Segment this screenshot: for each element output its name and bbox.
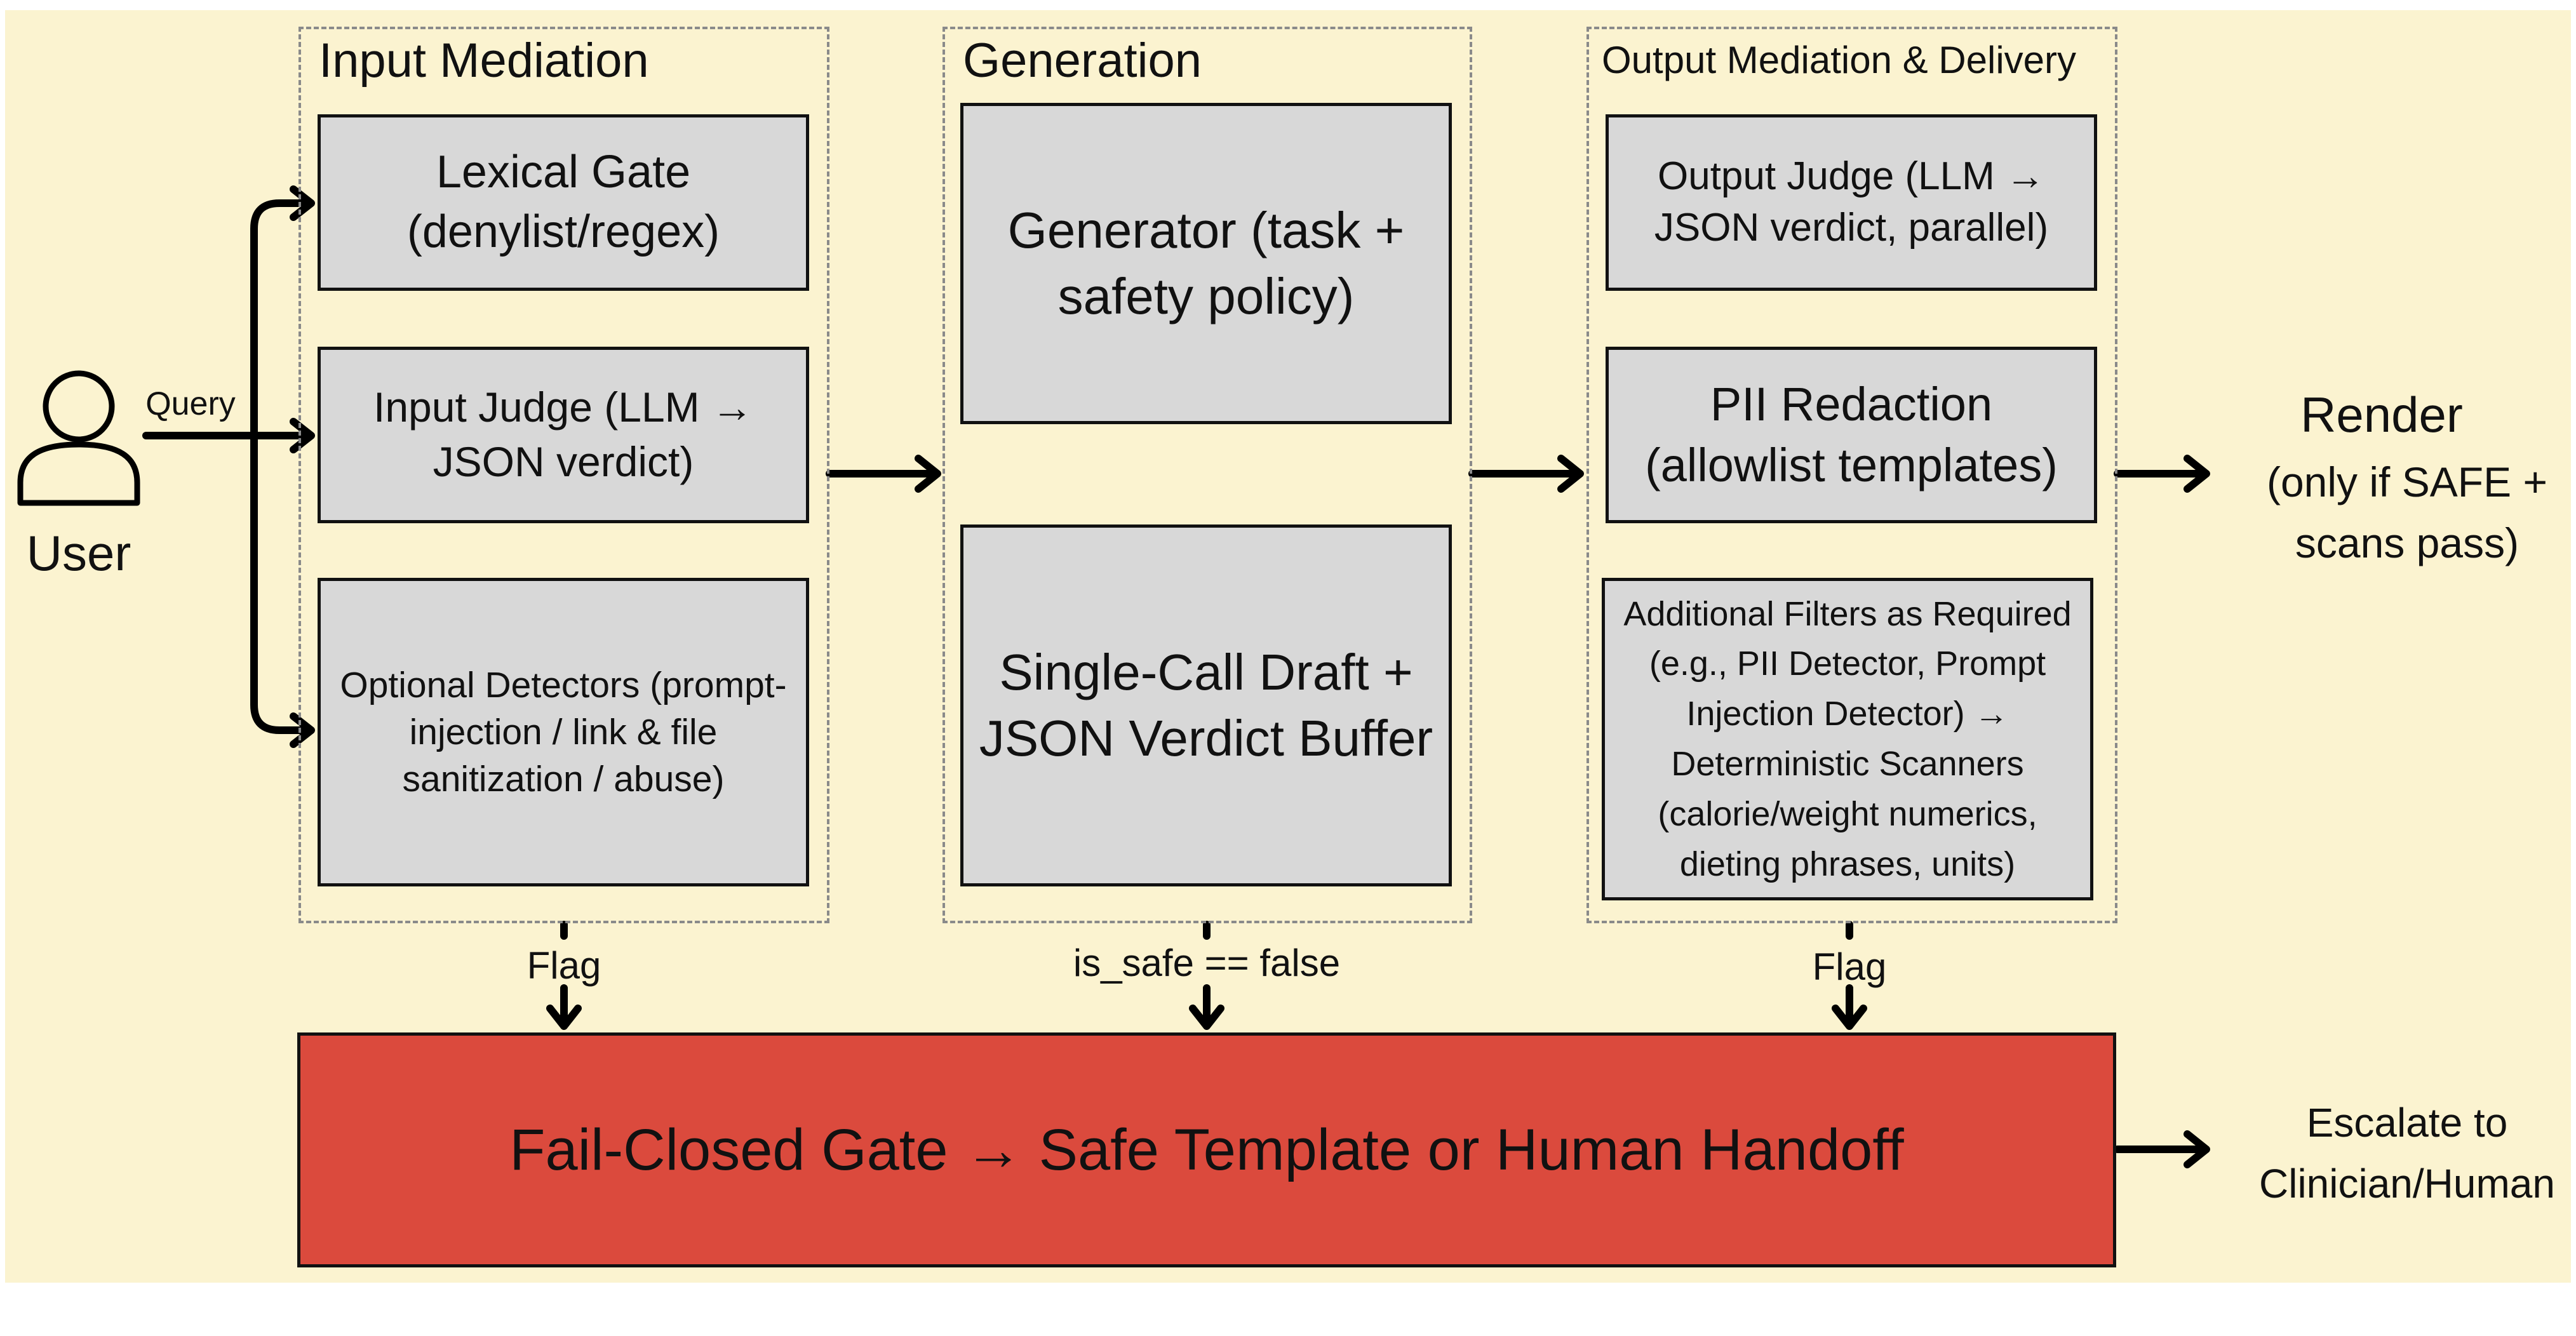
user-icon [17, 370, 140, 506]
input-flag-label: Flag [527, 944, 601, 987]
escalate-label: Escalate to Clinician/Human [2259, 1100, 2555, 1206]
user-label: User [26, 525, 131, 581]
pii-redaction-box: PII Redaction (allowlist templates) [1606, 347, 2097, 523]
generation-group: Generation [943, 27, 1472, 923]
generator-box: Generator (task + safety policy) [960, 103, 1452, 424]
fail-closed-gate: Fail-Closed Gate → Safe Template or Huma… [297, 1032, 2116, 1267]
render-title: Render [2300, 387, 2463, 443]
input-judge-box: Input Judge (LLM → JSON verdict) [318, 347, 809, 523]
input-mediation-group: Input Mediation [299, 27, 829, 923]
input-mediation-title: Input Mediation [319, 34, 649, 88]
branch-connector [250, 199, 309, 734]
lexical-gate-box: Lexical Gate (denylist/regex) [318, 114, 809, 291]
generation-flag-label: is_safe == false [1073, 942, 1341, 984]
output-mediation-group: Output Mediation & Delivery [1587, 27, 2117, 923]
output-mediation-title: Output Mediation & Delivery [1602, 39, 2077, 81]
query-label: Query [145, 385, 236, 422]
output-judge-box: Output Judge (LLM → JSON verdict, parall… [1606, 114, 2097, 291]
render-condition: (only if SAFE + scans pass) [2267, 458, 2547, 566]
additional-filters-box: Additional Filters as Required (e.g., PI… [1602, 578, 2093, 900]
draft-buffer-box: Single-Call Draft + JSON Verdict Buffer [960, 524, 1452, 886]
generation-title: Generation [963, 34, 1202, 88]
optional-detectors-box: Optional Detectors (prompt-injection / l… [318, 578, 809, 886]
output-flag-label: Flag [1812, 945, 1887, 988]
